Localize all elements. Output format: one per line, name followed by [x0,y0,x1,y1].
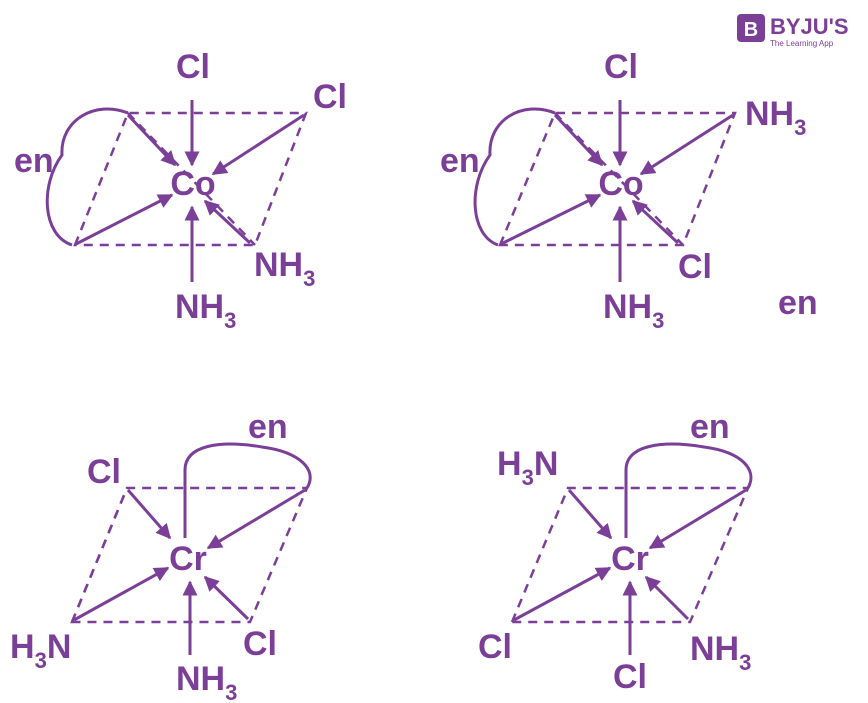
bond-upper-right [206,488,306,550]
ligand-lower-left: Cl [478,628,512,666]
ligand-upper-left: H3N [497,445,558,490]
bond-lower-left [500,193,602,246]
ligand-upper-left: Cl [87,453,121,491]
ligand-upper-right: Cl [313,78,347,116]
bond-upper-right [211,113,305,176]
ligand-bottom: NH3 [175,288,236,333]
bond-lower-left [75,193,174,246]
structure-3: Cr en Cl H3N Cl NH3 [10,408,312,703]
en-chelate-arc [624,442,753,538]
bond-lower-right [631,199,680,245]
ligand-bottom: NH3 [603,288,664,333]
bond-lower-right [203,199,252,245]
structure-4: Cr en H3N Cl NH3 Cl [478,408,753,696]
bond-lower-left [513,566,612,622]
bond-upper-left [553,113,604,167]
ligand-top: Cl [176,48,210,86]
en-chelate-arc [45,107,129,247]
byjus-logo: B BYJU'S The Learning App [737,14,849,48]
ligand-chelate: en [440,142,480,180]
ligand-bottom: Cl [613,658,647,696]
logo-badge-letter: B [744,19,758,41]
bond-upper-left [567,489,613,540]
square-plane [498,111,737,247]
bond-upper-right [639,113,734,176]
logo-tagline: The Learning App [770,39,834,48]
ligand-upper-right: NH3 [745,95,806,140]
en-chelate-arc [183,442,312,538]
ligand-chelate: en [248,408,288,446]
ligand-lower-right: NH3 [690,630,751,675]
en-chelate-arc [473,107,556,247]
bond-upper-left [126,489,172,540]
metal-center: Cr [169,540,207,578]
structure-2: Co Cl NH3 en Cl NH3 en [440,48,818,333]
metal-center: Co [598,165,643,203]
structure-1: Co Cl Cl en NH3 NH3 [14,48,347,333]
ligand-lower-right: Cl [243,625,277,663]
bond-upper-right [648,488,747,550]
bond-upper-left [126,113,177,167]
bond-lower-left [73,566,170,622]
metal-center: Cr [611,540,649,578]
bond-lower-right [203,575,250,621]
ligand-chelate: en [690,408,730,446]
ligand-top: Cl [604,48,638,86]
plane-diagonal [127,112,256,246]
square-plane [73,111,308,247]
ligand-lower-right: NH3 [254,246,315,291]
bond-lower-right [644,575,690,621]
logo-brand: BYJU'S [770,14,849,39]
extra-en-label: en [778,284,818,322]
ligand-lower-left: H3N [10,628,71,673]
ligand-chelate: en [14,142,54,180]
ligand-bottom: NH3 [176,660,237,703]
logo-badge-icon [737,14,765,42]
metal-center: Co [170,165,215,203]
ligand-lower-right: Cl [678,248,712,286]
plane-edge [70,487,129,623]
